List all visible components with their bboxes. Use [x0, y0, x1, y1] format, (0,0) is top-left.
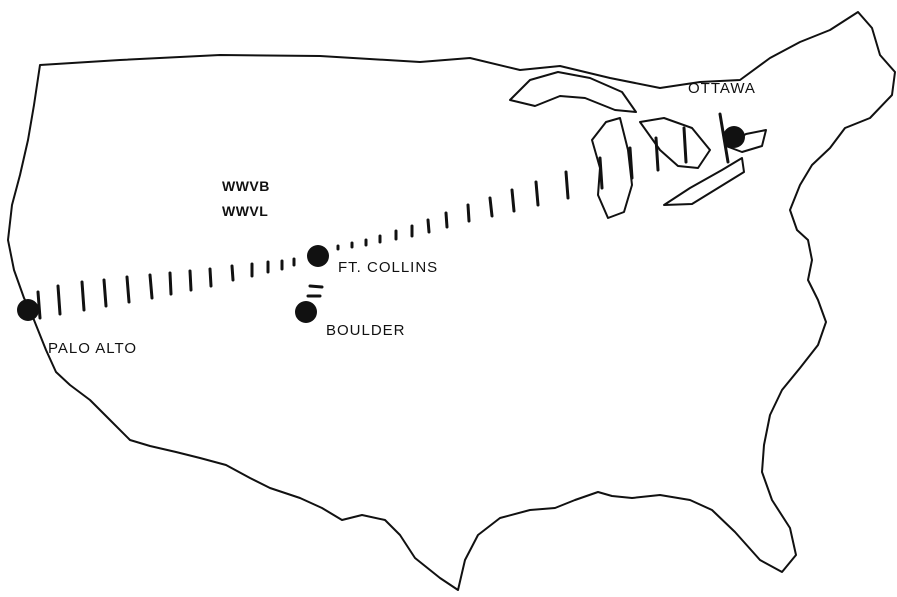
- us-outline: [7, 11, 896, 591]
- marker-ottawa: [723, 126, 745, 148]
- signal-dash: [188, 269, 193, 292]
- lake-erie: [663, 157, 745, 206]
- label-boulder: BOULDER: [326, 322, 406, 339]
- signal-dash: [80, 280, 86, 312]
- label-ottawa: OTTAWA: [688, 80, 756, 97]
- lake-huron: [639, 117, 711, 169]
- signal-dash: [102, 278, 108, 308]
- label-station-wwvb: WWVB: [222, 178, 270, 194]
- signal-dash: [168, 271, 173, 296]
- marker-ft-collins: [307, 245, 329, 267]
- signal-dash: [564, 170, 570, 200]
- signal-dash: [125, 275, 131, 304]
- signal-dash: [682, 126, 688, 164]
- signal-dash: [598, 156, 604, 190]
- signal-dash: [56, 284, 62, 316]
- signal-dash: [426, 218, 431, 234]
- signal-dash: [488, 196, 494, 218]
- signal-dash: [510, 188, 516, 213]
- lake-michigan: [591, 117, 633, 219]
- signal-dash: [208, 267, 213, 288]
- lake-superior: [509, 71, 637, 113]
- signal-dash: [230, 264, 235, 282]
- marker-palo-alto: [17, 299, 39, 321]
- label-station-wwvl: WWVL: [222, 203, 269, 219]
- signal-dash: [534, 180, 540, 207]
- signal-dash: [444, 211, 449, 229]
- signal-dash: [148, 273, 154, 300]
- signal-dash: [466, 203, 471, 223]
- marker-boulder: [295, 301, 317, 323]
- signal-dash: [628, 146, 634, 180]
- signal-dash: [654, 136, 660, 172]
- label-ft-collins: FT. COLLINS: [338, 259, 439, 276]
- label-palo-alto: PALO ALTO: [48, 340, 138, 357]
- signal-dash: [308, 284, 324, 289]
- signal-dash: [36, 290, 42, 320]
